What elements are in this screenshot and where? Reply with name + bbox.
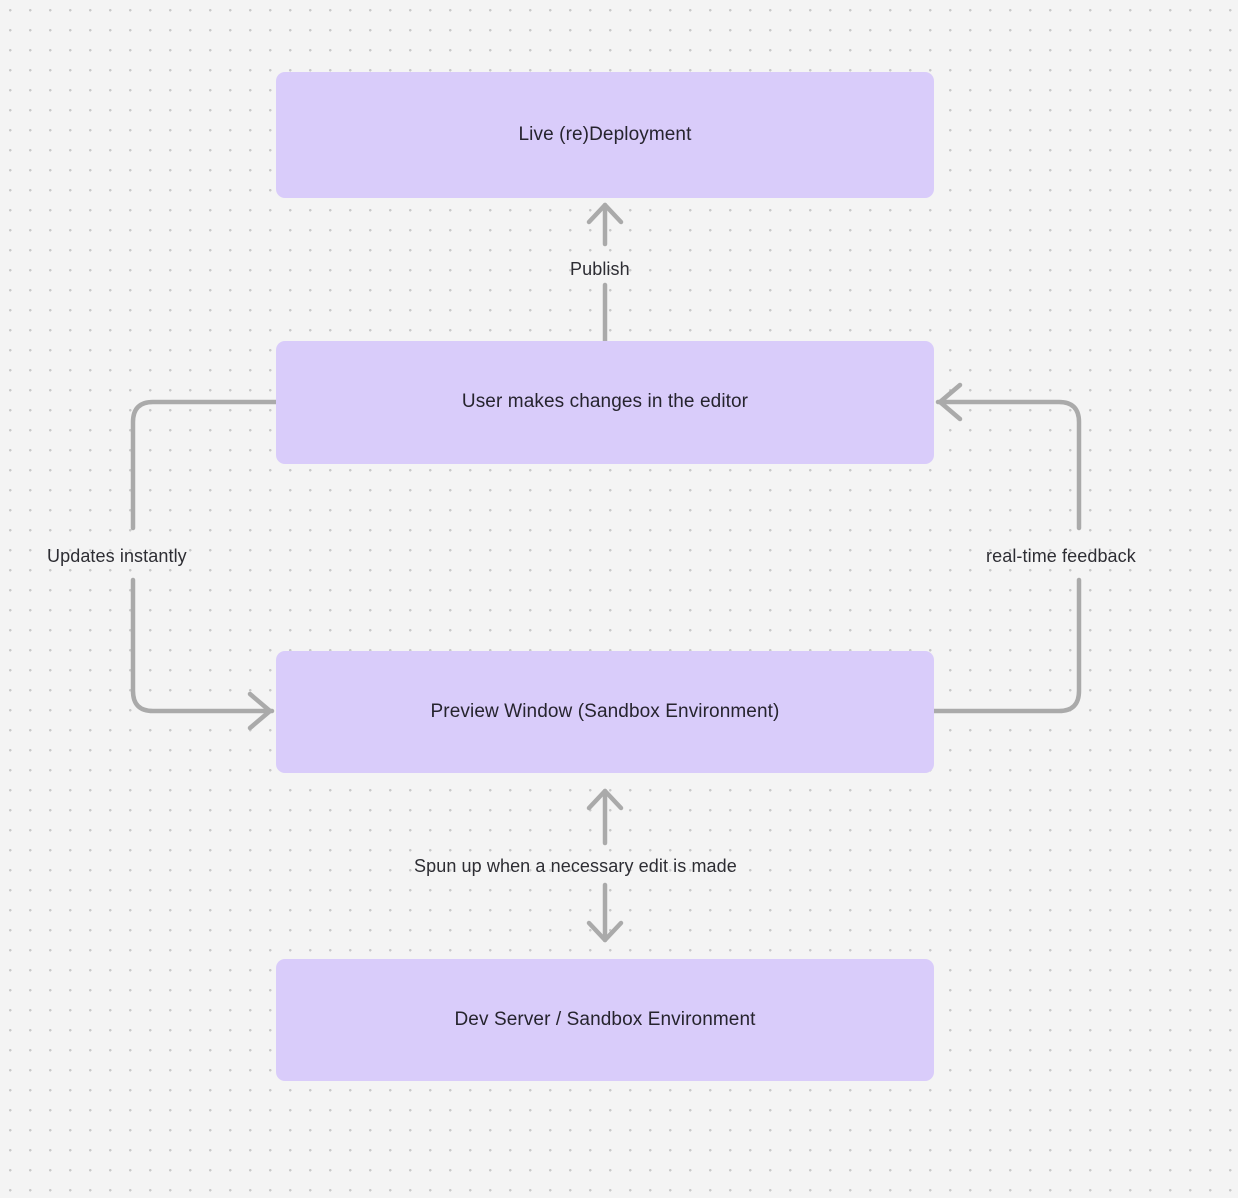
edge-label-publish: Publish (570, 259, 630, 279)
node-label: Preview Window (Sandbox Environment) (430, 700, 780, 722)
node-live-redeployment[interactable]: Live (re)Deployment (276, 72, 934, 198)
node-dev-server[interactable]: Dev Server / Sandbox Environment (276, 959, 934, 1081)
node-user-makes-changes[interactable]: User makes changes in the editor (276, 341, 934, 464)
edge-realtime-arrowhead (937, 382, 963, 422)
edge-label-updates-instantly: Updates instantly (47, 546, 187, 566)
edge-realtime-lower-segment (931, 577, 1082, 714)
edge-updates-lower-segment (130, 577, 275, 714)
edge-label-real-time-feedback: real-time feedback (986, 546, 1136, 566)
edge-updates-arrowhead (247, 691, 273, 731)
node-preview-window[interactable]: Preview Window (Sandbox Environment) (276, 651, 934, 773)
node-label: Live (re)Deployment (518, 123, 692, 145)
node-label: Dev Server / Sandbox Environment (454, 1008, 756, 1030)
node-label: User makes changes in the editor (461, 391, 749, 413)
edge-updates-upper-segment (130, 399, 279, 531)
edge-spunup-lower-arrowhead (586, 920, 624, 943)
edge-label-spun-up: Spun up when a necessary edit is made (414, 856, 737, 876)
edge-publish-arrowhead (586, 202, 624, 225)
edge-realtime-upper-segment (935, 399, 1082, 531)
edge-spunup-upper-arrowhead (586, 788, 624, 811)
